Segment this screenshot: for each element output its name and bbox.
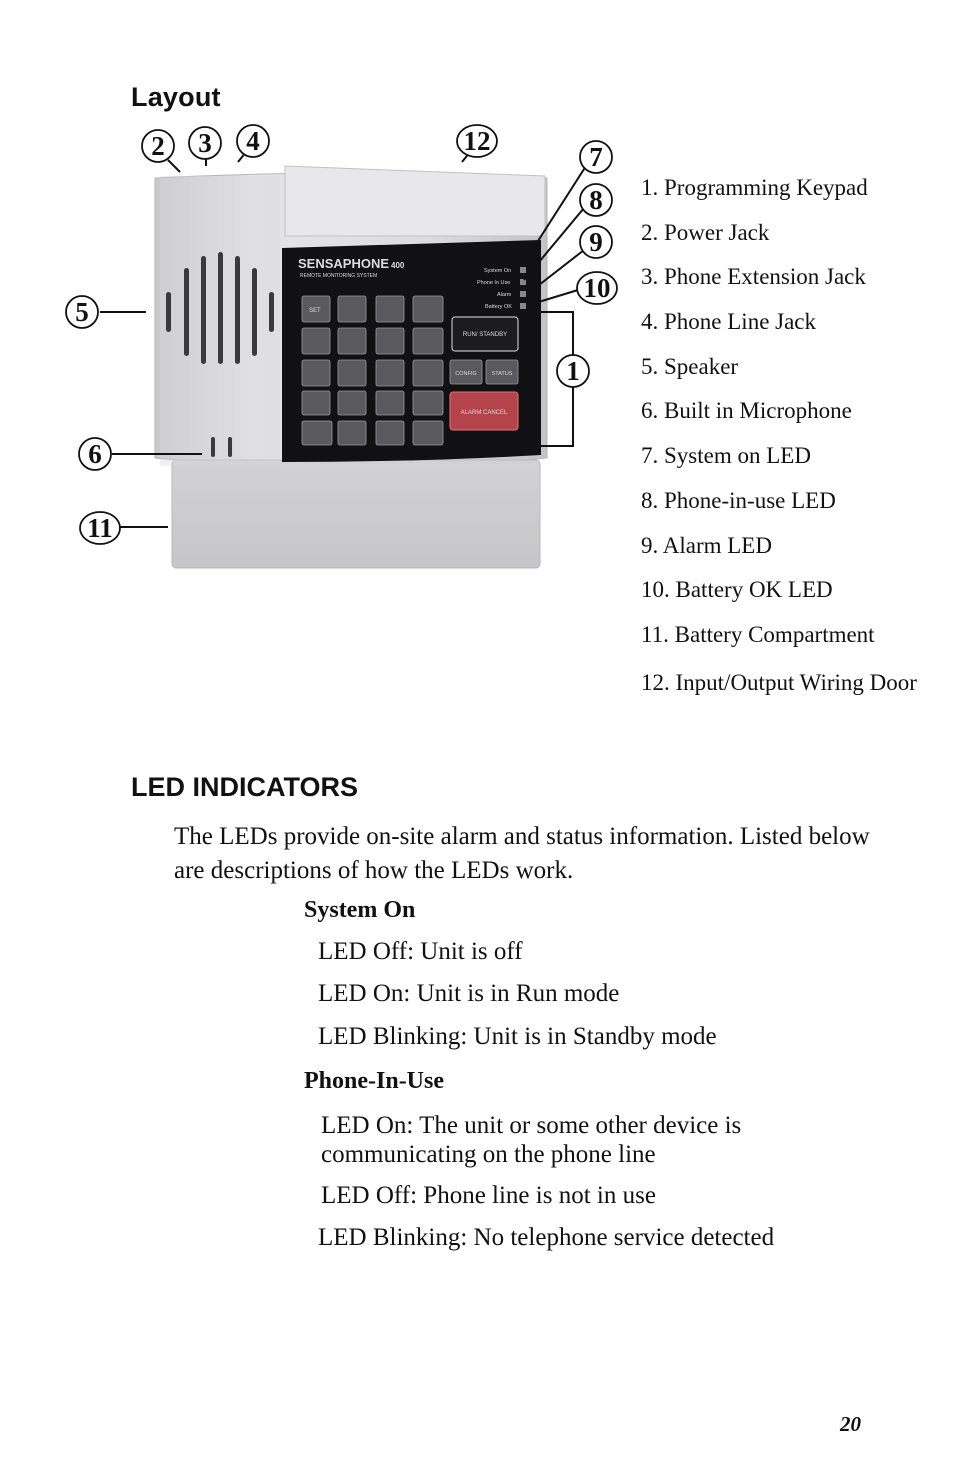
legend-item: 3. Phone Extension Jack (641, 264, 866, 290)
callout-8: 8 (579, 183, 613, 217)
key[interactable] (412, 390, 444, 416)
key[interactable] (337, 295, 367, 323)
callout-4: 4 (236, 124, 270, 158)
legend-item: 7. System on LED (641, 443, 811, 469)
key[interactable] (301, 295, 331, 323)
callouts: 2 3 4 12 7 8 9 10 1 5 6 11 (65, 124, 618, 545)
legend-item: 11. Battery Compartment (641, 621, 875, 647)
key[interactable] (412, 295, 444, 323)
run-standby-key[interactable] (451, 316, 519, 352)
battery-compartment (171, 459, 541, 569)
svg-text:4: 4 (246, 126, 260, 156)
svg-text:2: 2 (151, 131, 165, 161)
legend-item: 8. Phone-in-use LED (641, 487, 836, 513)
legend-item: 12. Input/Output Wiring Door (641, 669, 917, 695)
key[interactable] (337, 420, 367, 446)
legend-item: 10. Battery OK LED (641, 577, 833, 603)
legend-item: 5. Speaker (641, 353, 739, 379)
key[interactable] (337, 359, 367, 387)
status-key[interactable] (485, 359, 519, 385)
callout-1: 1 (556, 354, 590, 388)
led-label-battery-ok: Battery OK (485, 304, 512, 310)
key[interactable] (375, 295, 405, 323)
key[interactable] (337, 390, 367, 416)
device-tagline: REMOTE MONITORING SYSTEM (300, 273, 377, 279)
phone-in-use-item: LED Off: Phone line is not in use (321, 1182, 656, 1209)
page-number: 20 (840, 1412, 861, 1436)
system-on-heading: System On (304, 897, 416, 923)
callout-10: 10 (576, 271, 618, 305)
legend-item: 9. Alarm LED (641, 532, 772, 558)
alarm-led (520, 291, 526, 297)
svg-text:10: 10 (584, 273, 611, 303)
svg-text:1: 1 (566, 356, 580, 386)
svg-text:CONFIG: CONFIG (455, 371, 476, 377)
callout-12: 12 (456, 124, 498, 158)
led-label-phone-in-use: Phone In Use (477, 280, 510, 286)
system-on-item: LED Blinking: Unit is in Standby mode (318, 1023, 717, 1050)
key[interactable] (412, 420, 444, 446)
svg-text:STATUS: STATUS (492, 371, 513, 377)
legend-item: 1. Programming Keypad (641, 175, 868, 200)
key[interactable] (375, 420, 405, 446)
key[interactable] (337, 327, 367, 355)
svg-text:12: 12 (464, 126, 491, 156)
svg-text:9: 9 (589, 227, 603, 257)
callout-7: 7 (579, 140, 613, 174)
led-intro-paragraph: The LEDs provide on-site alarm and statu… (174, 823, 870, 884)
led-indicators: System On Phone In Use Alarm Battery OK (477, 267, 526, 310)
svg-text:7: 7 (589, 142, 603, 172)
led-label-alarm: Alarm (497, 292, 512, 298)
callout-3: 3 (188, 126, 222, 160)
callout-11: 11 (79, 511, 121, 545)
run-standby-label: RUN/ STANDBY (463, 332, 507, 338)
layout-legend: 1. Programming Keypad 2. Power Jack 3. P… (641, 173, 941, 714)
key[interactable] (301, 359, 331, 387)
alarm-cancel-label: ALARM CANCEL (461, 410, 508, 416)
svg-text:6: 6 (88, 439, 102, 469)
phone-in-use-item: LED Blinking: No telephone service detec… (318, 1224, 775, 1251)
svg-text:11: 11 (87, 513, 113, 543)
svg-text:8: 8 (589, 185, 603, 215)
speaker-grille (166, 252, 274, 364)
wiring-door (284, 165, 546, 237)
key[interactable] (375, 390, 405, 416)
system-on-item: LED Off: Unit is off (318, 938, 523, 965)
key[interactable] (412, 327, 444, 355)
led-label-system-on: System On (484, 268, 511, 274)
key[interactable] (375, 327, 405, 355)
led-indicators-heading: LED INDICATORS (131, 772, 359, 802)
legend-item: 6. Built in Microphone (641, 398, 852, 424)
callout-5: 5 (65, 295, 99, 329)
system-on-led (520, 267, 526, 273)
callout-9: 9 (579, 225, 613, 259)
programming-keypad: SET RUN/ STANDBY CONFIG STATUS ALARM CAN… (301, 295, 519, 446)
key[interactable] (301, 390, 331, 416)
battery-ok-led (520, 303, 526, 309)
callout-6: 6 (78, 437, 112, 471)
layout-heading: Layout (131, 82, 221, 112)
legend-item: 2. Power Jack (641, 219, 770, 245)
key[interactable] (301, 420, 333, 446)
callout-2: 2 (141, 129, 175, 163)
key[interactable] (412, 359, 444, 387)
phone-in-use-item: LED On: The unit or some other device is… (321, 1112, 742, 1168)
svg-text:3: 3 (198, 128, 212, 158)
phone-in-use-heading: Phone-In-Use (304, 1068, 445, 1094)
system-on-item: LED On: Unit is in Run mode (318, 980, 620, 1007)
phone-in-use-led (520, 279, 526, 285)
legend-item: 4. Phone Line Jack (641, 309, 817, 335)
config-key[interactable] (449, 359, 483, 385)
key[interactable] (301, 327, 331, 355)
key[interactable] (375, 359, 405, 387)
microphone-holes (211, 437, 232, 457)
alarm-cancel-key[interactable] (449, 391, 519, 431)
set-key-label: SET (309, 308, 321, 314)
svg-text:5: 5 (75, 297, 89, 327)
